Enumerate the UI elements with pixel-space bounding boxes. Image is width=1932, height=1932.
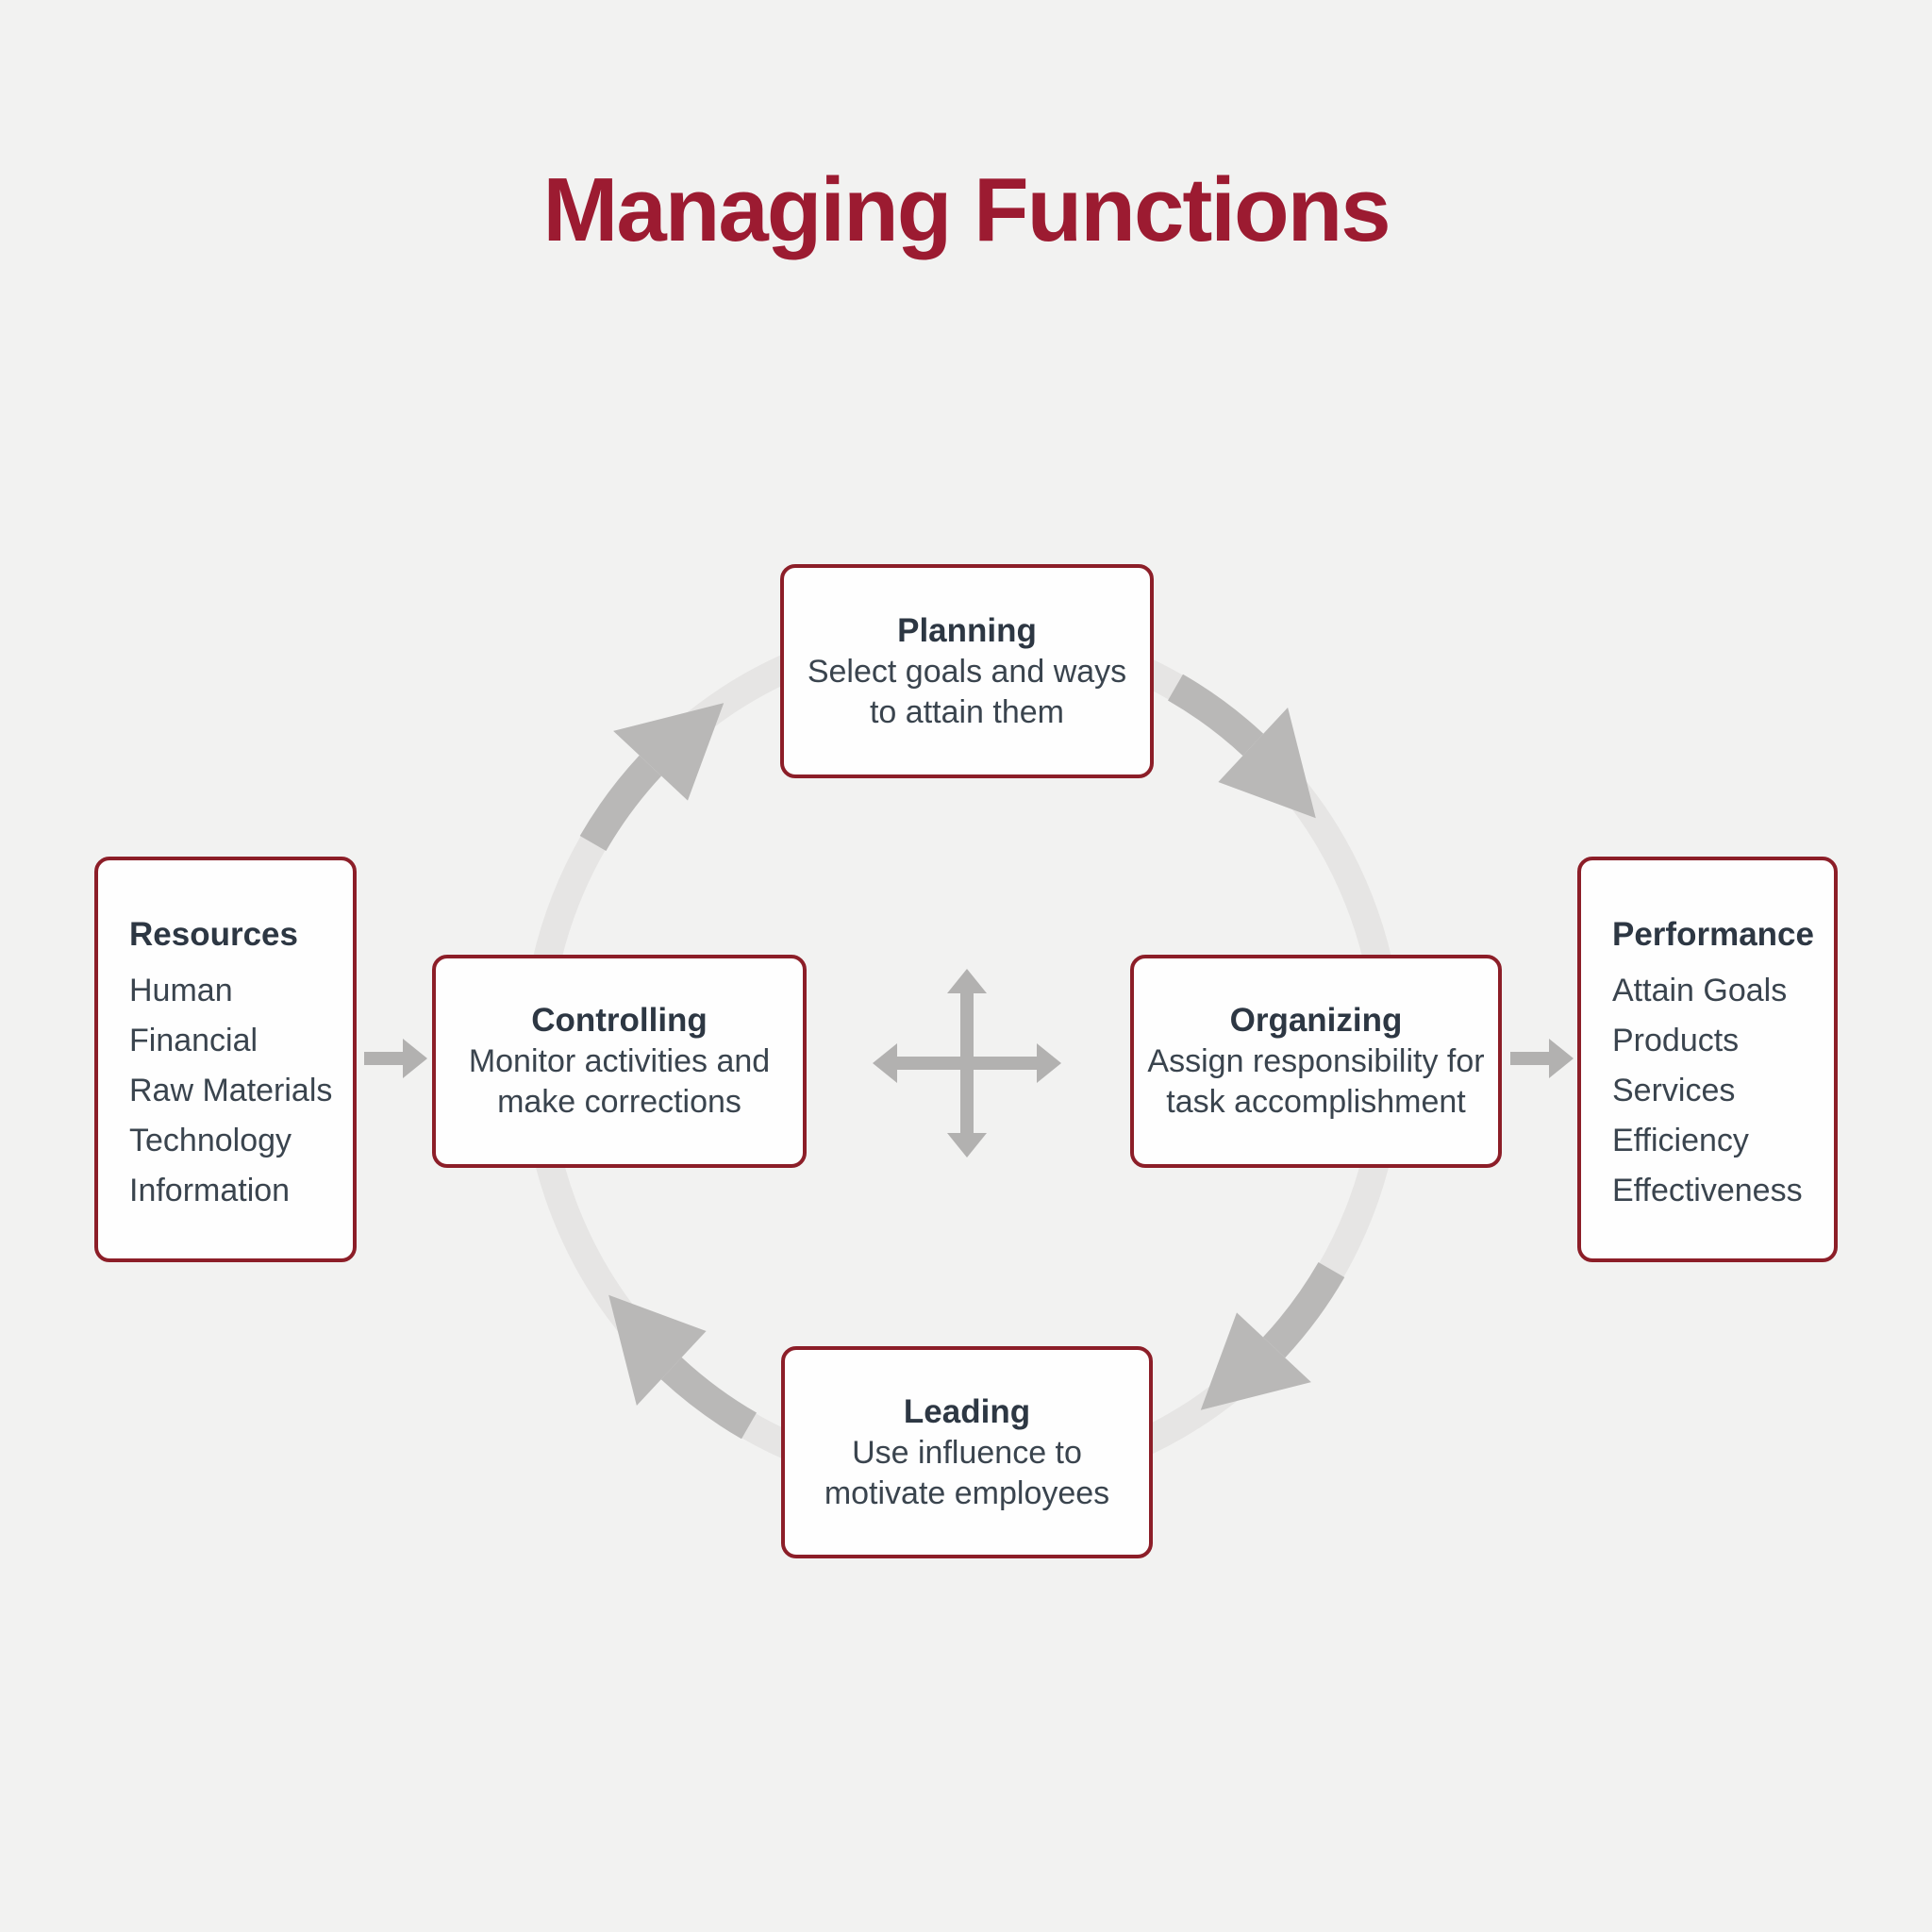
cycle-arrow-group: [579, 674, 1345, 1440]
controlling-description: Monitor activities and make corrections: [468, 1043, 771, 1120]
resource-item: Human: [129, 973, 233, 1008]
arc-arrow-planning-to-organizing: [1167, 674, 1264, 757]
leading-description: Use influence to motivate employees: [824, 1434, 1110, 1511]
performance-item: Attain Goals: [1612, 973, 1788, 1008]
controlling-box: Controlling Monitor activities and make …: [432, 955, 807, 1168]
arrow-resources-to-controlling: [364, 1039, 427, 1078]
page-title: Managing Functions: [542, 159, 1391, 260]
performance-item: Effectiveness: [1612, 1173, 1803, 1208]
planning-description: Select goals and ways to attain them: [807, 653, 1127, 730]
arc-arrowhead-organizing-to-leading: [1200, 1312, 1311, 1410]
arc-arrow-controlling-to-planning: [579, 755, 662, 852]
planning-title: Planning: [897, 611, 1037, 649]
performance-item: Products: [1612, 1023, 1740, 1058]
resource-item: Technology: [129, 1123, 292, 1158]
center-cross-arrow-icon: [873, 969, 1061, 1158]
performance-item: Efficiency: [1612, 1123, 1749, 1158]
resource-item: Information: [129, 1173, 291, 1208]
performance-title: Performance: [1612, 916, 1814, 953]
arc-arrowhead-leading-to-controlling: [608, 1294, 707, 1406]
organizing-box: Organizing Assign responsibility for tas…: [1130, 955, 1502, 1168]
resources-title: Resources: [129, 916, 298, 953]
arc-arrowhead-planning-to-organizing: [1218, 708, 1316, 819]
arrow-organizing-to-performance: [1510, 1039, 1574, 1078]
organizing-description: Assign responsibility for task accomplis…: [1147, 1043, 1485, 1120]
arc-arrowhead-controlling-to-planning: [613, 703, 724, 801]
leading-box: Leading Use influence to motivate employ…: [781, 1346, 1153, 1558]
organizing-title: Organizing: [1229, 1002, 1403, 1039]
resource-item: Raw Materials: [129, 1073, 333, 1108]
planning-box: Planning Select goals and ways to attain…: [780, 564, 1154, 778]
controlling-title: Controlling: [531, 1002, 708, 1039]
arc-arrow-leading-to-controlling: [660, 1357, 758, 1440]
resources-box: Resources Human Financial Raw Materials …: [94, 857, 357, 1262]
performance-box: Performance Attain Goals Products Servic…: [1577, 857, 1838, 1262]
performance-item: Services: [1612, 1073, 1736, 1108]
resource-item: Financial: [129, 1023, 258, 1058]
leading-title: Leading: [903, 1392, 1031, 1430]
arc-arrow-organizing-to-leading: [1262, 1261, 1345, 1358]
